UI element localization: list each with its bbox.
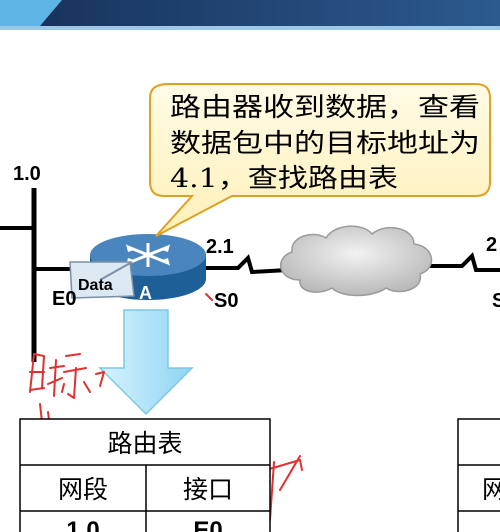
packet-label: Data: [78, 277, 113, 294]
serial-address-label: 2.1: [206, 236, 234, 258]
routing-table-header-interface: 接口: [183, 475, 233, 504]
serial-interface-label: S0: [214, 290, 238, 312]
callout-line-2: 数据包中的目标地址为: [170, 129, 480, 159]
wan-cloud: [280, 225, 433, 297]
interface-e0-label: E0: [52, 288, 76, 310]
right-partial-address: 2: [486, 234, 497, 256]
right-table-partial-cell: 网: [482, 475, 500, 504]
callout-bubble: 路由器收到数据，查看 数据包中的目标地址为 4.1，查找路由表: [149, 83, 491, 237]
right-partial-interface: S: [492, 290, 500, 312]
left-network-label: 1.0: [13, 163, 41, 185]
routing-table-title: 路由表: [107, 429, 182, 458]
routing-table: 路由表 网段 接口 1.0 E0: [19, 418, 271, 532]
data-packet: Data: [69, 261, 135, 299]
routing-table-header-segment: 网段: [58, 475, 108, 504]
right-routing-table-partial: 网: [457, 418, 500, 532]
callout-line-3: 4.1，查找路由表: [170, 164, 398, 194]
callout-line-1: 路由器收到数据，查看: [170, 93, 480, 123]
down-arrow: [98, 309, 194, 416]
serial-link: 2.1 S0 2 S: [206, 234, 500, 312]
routing-table-row1-segment: 1.0: [66, 517, 99, 532]
header-bar: [0, 0, 500, 30]
routing-table-row1-interface: E0: [193, 517, 222, 532]
router-name: A: [139, 283, 152, 303]
